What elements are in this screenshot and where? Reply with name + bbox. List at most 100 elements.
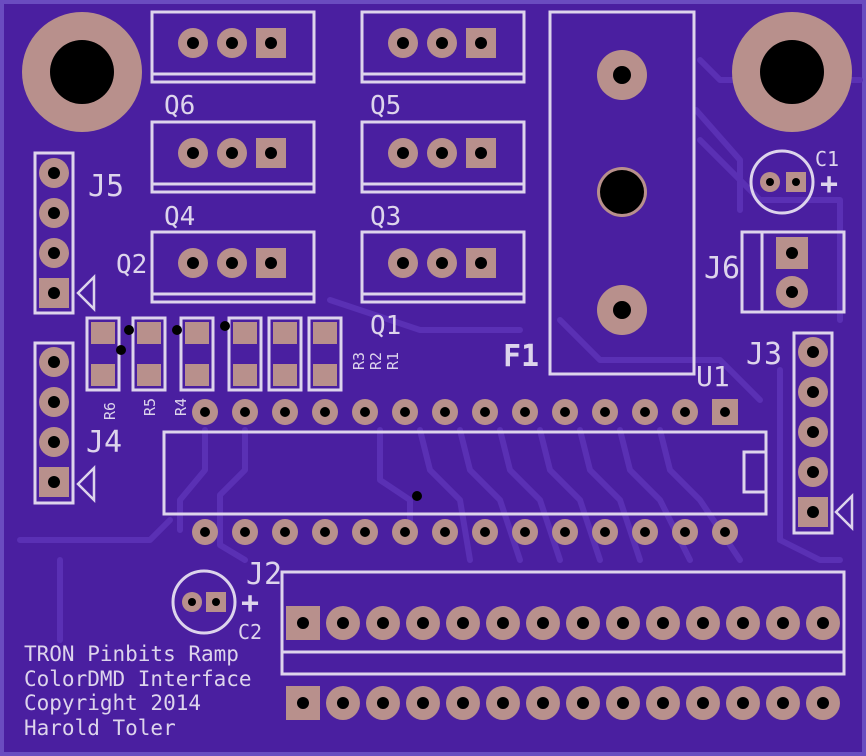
drill-hole: [537, 617, 549, 629]
drill-hole: [640, 527, 650, 537]
mounting-hole-left: [22, 12, 142, 132]
drill-hole: [240, 407, 250, 417]
drill-hole: [440, 407, 450, 417]
drill-hole: [297, 617, 309, 629]
header-j2: [280, 570, 846, 676]
label-j5: J5: [88, 169, 124, 204]
header-j4: [33, 341, 96, 505]
drill-hole: [600, 407, 610, 417]
drill-hole: [280, 407, 290, 417]
drill-hole: [417, 617, 429, 629]
credits-line-1: TRON Pinbits Ramp: [24, 642, 239, 666]
drill-hole: [280, 527, 290, 537]
j2-bottom-pins: [286, 686, 840, 720]
drill-hole: [337, 617, 349, 629]
drill-hole: [480, 407, 490, 417]
drill-hole: [720, 527, 730, 537]
credits-block: TRON Pinbits Ramp ColorDMD Interface Cop…: [24, 642, 252, 740]
label-q4: Q4: [164, 202, 195, 232]
label-j2: J2: [246, 557, 282, 592]
transistor-footprints: [150, 10, 526, 304]
capacitor-c2: [171, 569, 237, 635]
drill-hole: [537, 697, 549, 709]
drill-hole: [337, 697, 349, 709]
drill-hole: [680, 407, 690, 417]
drill-hole: [377, 697, 389, 709]
drill-hole: [497, 697, 509, 709]
header-j6: [740, 230, 846, 314]
drill-hole: [777, 697, 789, 709]
drill-hole: [457, 697, 469, 709]
drill-hole: [520, 527, 530, 537]
drill-hole: [817, 697, 829, 709]
ic-bottom-pins: [192, 519, 738, 545]
drill-hole: [680, 527, 690, 537]
drill-hole: [200, 407, 210, 417]
label-j3: J3: [746, 337, 782, 372]
drill-hole: [617, 617, 629, 629]
drill-hole: [640, 407, 650, 417]
label-q3: Q3: [370, 202, 401, 232]
drill-hole: [200, 527, 210, 537]
drill-hole: [697, 697, 709, 709]
label-q6: Q6: [164, 91, 195, 121]
drill-hole: [737, 697, 749, 709]
header-j5: [33, 151, 96, 315]
drill-hole: [577, 697, 589, 709]
drill-hole: [577, 617, 589, 629]
drill-hole: [737, 617, 749, 629]
label-q5: Q5: [370, 91, 401, 121]
transistor-pads: [178, 28, 496, 278]
drill-hole: [440, 527, 450, 537]
label-r1: R1: [384, 352, 402, 370]
mounting-hole-right: [732, 12, 852, 132]
label-c2: C2: [238, 620, 262, 644]
label-r5: R5: [141, 398, 159, 416]
drill-hole: [497, 617, 509, 629]
label-q2: Q2: [116, 250, 147, 280]
label-r2: R2: [367, 352, 385, 370]
drill-hole: [240, 527, 250, 537]
drill-hole: [377, 617, 389, 629]
drill-hole: [777, 617, 789, 629]
drill-hole: [617, 697, 629, 709]
drill-hole: [657, 617, 669, 629]
label-r6: R6: [101, 402, 119, 420]
drill-hole: [360, 527, 370, 537]
silkscreen-labels: Q6 Q5 Q4 Q3 Q2 Q1 J5 J4 J6 J3 J2 F1 U1 C…: [86, 91, 839, 644]
credits-line-2: ColorDMD Interface: [24, 667, 252, 691]
j2-top-pins: [286, 606, 840, 640]
drill-hole: [417, 697, 429, 709]
drill-hole: [600, 527, 610, 537]
drill-hole: [400, 527, 410, 537]
drill-hole: [817, 617, 829, 629]
label-q1: Q1: [370, 311, 401, 341]
header-j3: [792, 331, 854, 535]
drill-hole: [320, 527, 330, 537]
drill-hole: [400, 407, 410, 417]
drill-hole: [297, 697, 309, 709]
label-j6: J6: [704, 251, 740, 286]
drill-hole: [697, 617, 709, 629]
label-c1: C1: [815, 147, 839, 171]
capacitor-c1: [749, 149, 815, 215]
label-r3: R3: [350, 352, 368, 370]
credits-line-3: Copyright 2014: [24, 691, 201, 715]
label-j4: J4: [86, 425, 122, 460]
label-c1-plus: +: [820, 167, 838, 202]
label-r4: R4: [172, 398, 190, 416]
drill-hole: [720, 407, 730, 417]
drill-hole: [360, 407, 370, 417]
drill-hole: [657, 697, 669, 709]
ic-u1: [162, 399, 768, 545]
credits-line-4: Harold Toler: [24, 716, 176, 740]
label-c2-plus: +: [241, 586, 259, 621]
ic-top-pins: [192, 399, 738, 425]
drill-hole: [457, 617, 469, 629]
drill-hole: [560, 527, 570, 537]
drill-hole: [520, 407, 530, 417]
resistor-footprints: [85, 316, 343, 392]
drill-hole: [320, 407, 330, 417]
label-f1: F1: [503, 339, 539, 374]
